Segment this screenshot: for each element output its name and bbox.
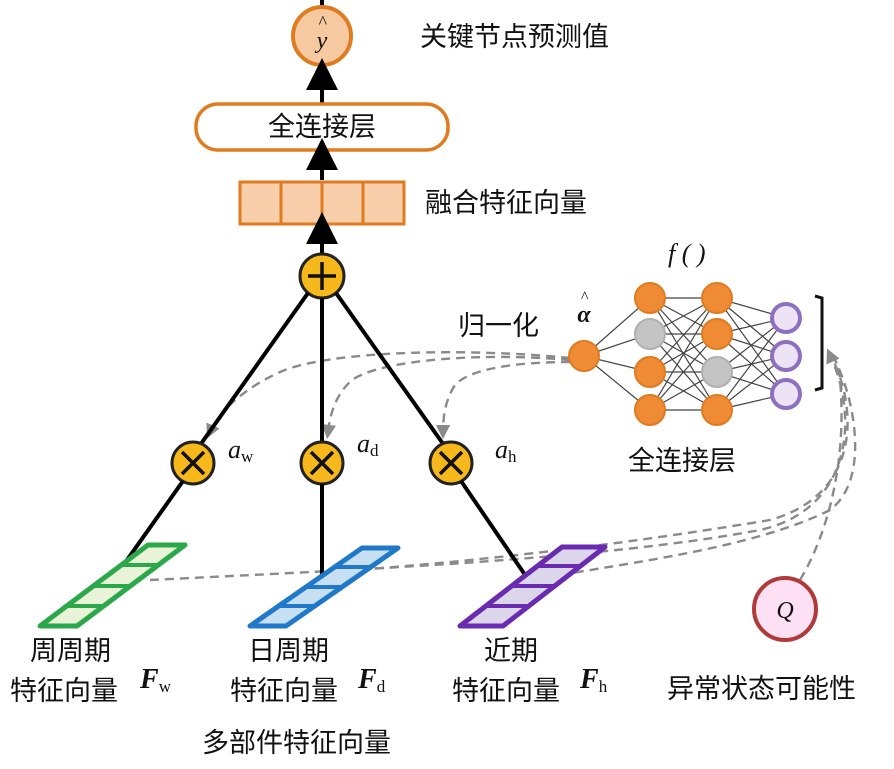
- line-sum-to-mul-w: [196, 291, 310, 450]
- function-label: f ( ): [668, 239, 706, 268]
- nn-nodes: [568, 282, 802, 426]
- fd-symbol: Fd: [357, 664, 386, 696]
- fw-label-line1: 周周期: [30, 636, 111, 667]
- fused-feature-vector: [238, 180, 406, 226]
- alpha-hat-symbol: α: [577, 302, 591, 328]
- dashed-alpha-to-aw: [206, 351, 571, 439]
- fused-vector-label: 融合特征向量: [425, 188, 587, 219]
- nn-output-node: [770, 340, 802, 372]
- fh-symbol: Fh: [579, 664, 608, 696]
- weight-label-h: ah: [495, 435, 517, 466]
- weight-label-d: ad: [357, 429, 379, 460]
- nn-edge: [716, 297, 787, 395]
- alpha-node: [568, 340, 600, 372]
- feature-vector-d: [247, 545, 401, 629]
- normalization-label: 归一化: [458, 311, 539, 342]
- output-node: ^ y: [291, 0, 353, 67]
- line-sum-to-mul-h: [334, 291, 448, 450]
- fd-label-line1: 日周期: [248, 636, 329, 667]
- weight-label-w: aw: [228, 435, 254, 466]
- fd-label-line2: 特征向量: [230, 676, 338, 707]
- fw-label-line2: 特征向量: [10, 676, 118, 707]
- dashed-alpha-to-ad: [321, 355, 571, 440]
- anomaly-q-node: Q: [752, 576, 818, 642]
- nn-edge: [649, 333, 718, 411]
- nn-output-node: [770, 378, 802, 410]
- nn-hidden-node: [634, 356, 666, 388]
- feature-vector-h: [457, 544, 608, 629]
- y-hat-symbol: y: [315, 28, 328, 54]
- dashed-fd-to-nn: [329, 357, 849, 574]
- nn-output-node: [770, 302, 802, 334]
- line-mul-h-to-fh: [459, 479, 536, 590]
- dashed-q-to-nn: [798, 361, 843, 581]
- fw-symbol: Fw: [139, 664, 172, 696]
- q-symbol: Q: [776, 598, 793, 624]
- nn-edges: [583, 297, 787, 411]
- dashed-alpha-to-ah: [435, 360, 571, 440]
- nn-edge: [649, 297, 718, 411]
- multi-component-vectors-label: 多部件特征向量: [202, 728, 391, 759]
- nn-edge: [716, 317, 787, 411]
- fh-label-line2: 特征向量: [452, 676, 560, 707]
- dashed-fw-to-nn: [149, 348, 847, 582]
- nn-hidden-node: [634, 318, 666, 350]
- output-bracket: [814, 294, 824, 392]
- anomaly-possibility-label: 异常状态可能性: [667, 674, 856, 705]
- multiply-operator-w: [170, 440, 216, 486]
- y-hat-accent: ^: [318, 12, 327, 32]
- nn-edge: [649, 297, 718, 373]
- dashed-fh-to-nn: [559, 359, 857, 577]
- output-value-label: 关键节点预测值: [420, 22, 609, 53]
- dashed-connections: [149, 348, 857, 582]
- sum-operator: [298, 252, 346, 300]
- nn-hidden-node: [634, 282, 666, 314]
- fc-layer-right-label: 全连接层: [628, 446, 736, 477]
- nn-hidden-node: [701, 318, 733, 350]
- fc-layer-top: 全连接层: [194, 102, 450, 152]
- feature-vector-w: [37, 542, 188, 629]
- multiply-operator-d: [299, 440, 345, 486]
- alpha-hat-accent: ^: [581, 289, 589, 306]
- nn-hidden-node: [634, 394, 666, 426]
- nn-hidden-node: [701, 356, 733, 388]
- fc-layer-top-label: 全连接层: [268, 112, 376, 143]
- nn-hidden-node: [701, 282, 733, 314]
- fh-label-line1: 近期: [484, 636, 538, 667]
- nn-hidden-node: [701, 394, 733, 426]
- multiply-operator-h: [428, 440, 474, 486]
